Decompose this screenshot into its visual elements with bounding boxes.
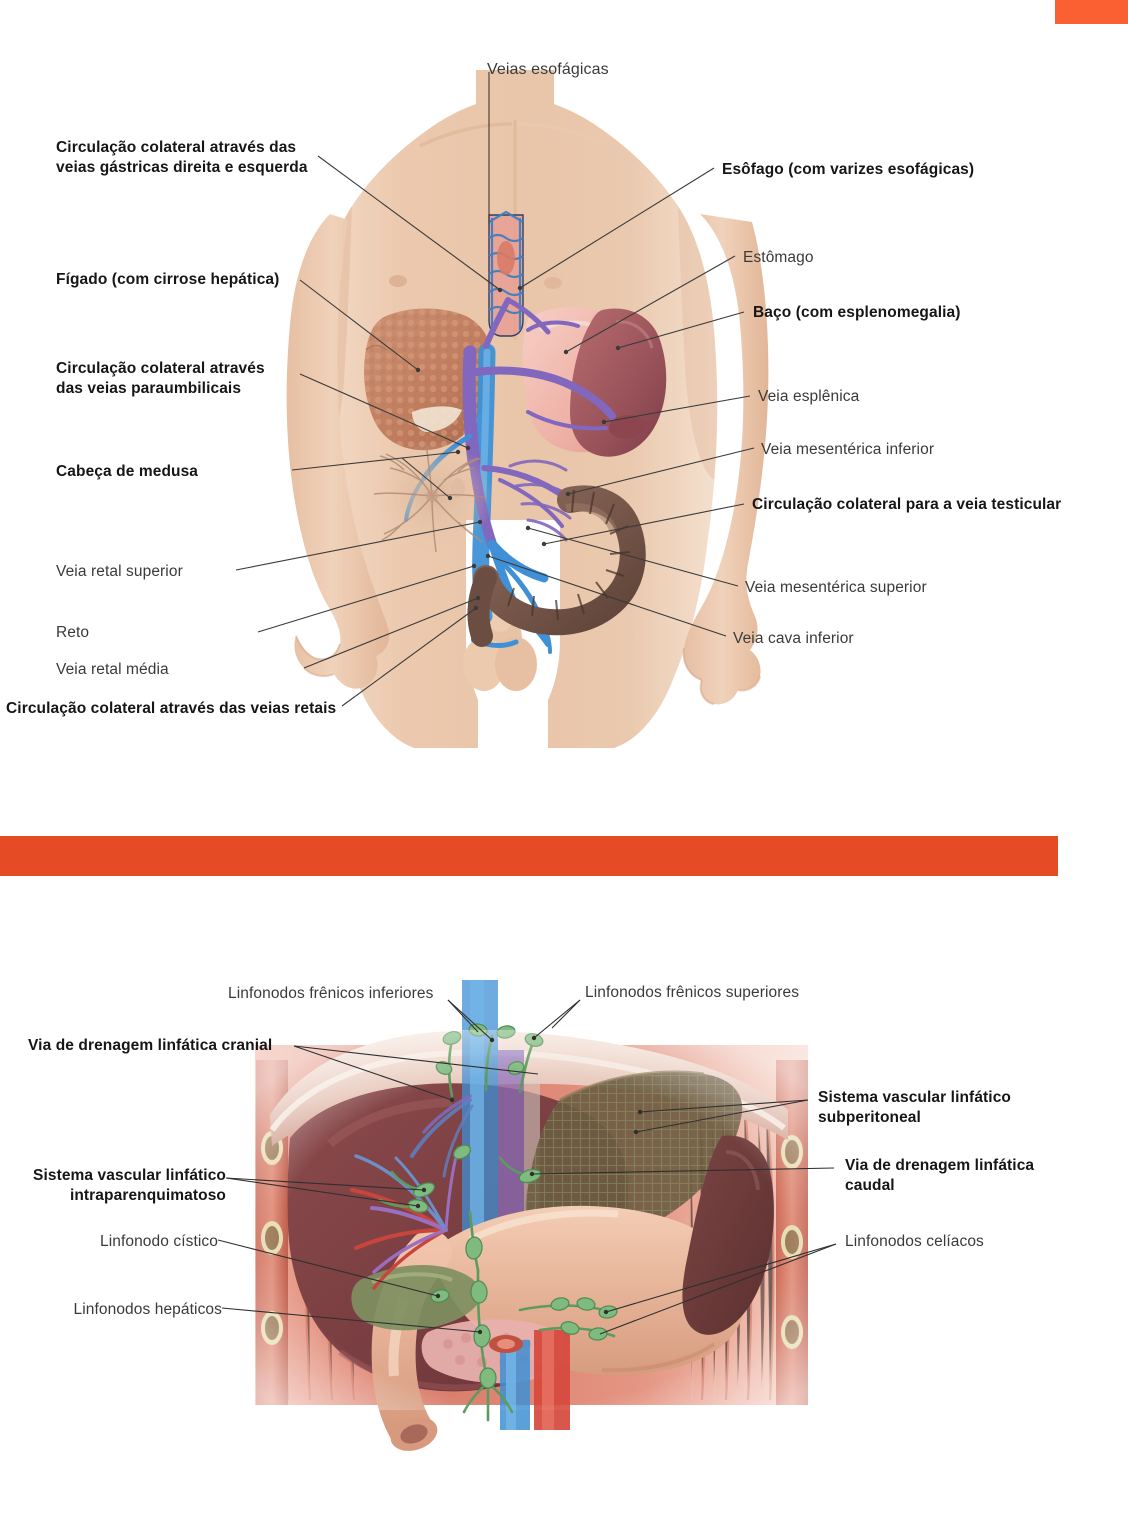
- label-linfonodos-frenicos-inferiores: Linfonodos frênicos inferiores: [228, 985, 434, 1002]
- label-circulacao-colateral-gastricas: Circulação colateral através das veias g…: [56, 139, 308, 176]
- label-esofago-varizes: Esôfago (com varizes esofágicas): [722, 161, 975, 178]
- right-arm: [682, 214, 769, 705]
- label-linfonodos-hepaticos: Linfonodos hepáticos: [73, 1301, 222, 1318]
- label-via-drenagem-caudal: Via de drenagem linfática caudal: [845, 1157, 1035, 1194]
- label-circulacao-colateral-retais: Circulação colateral através das veias r…: [6, 700, 337, 717]
- label-veia-esplenica: Veia esplênica: [758, 388, 860, 405]
- liver-lymphatics-illustration: [217, 980, 837, 1451]
- label-veias-esofagicas: Veias esofágicas: [487, 61, 609, 78]
- orange-corner-block: [1055, 0, 1128, 24]
- orange-divider-bar: [0, 836, 1058, 876]
- label-veia-retal-media: Veia retal média: [56, 661, 169, 678]
- label-figado-cirrose: Fígado (com cirrose hepática): [56, 271, 280, 288]
- label-sistema-subperitoneal: Sistema vascular linfático subperitoneal: [818, 1089, 1011, 1126]
- figure-liver-lymphatics: Linfonodos frênicos inferiores Linfonodo…: [0, 900, 1128, 1516]
- label-veia-mesenterica-inferior: Veia mesentérica inferior: [761, 441, 935, 458]
- label-cabeca-de-medusa: Cabeça de medusa: [56, 463, 199, 480]
- label-veia-mesenterica-superior: Veia mesentérica superior: [745, 579, 927, 596]
- caput-medusae: [370, 440, 494, 553]
- label-circulacao-colateral-paraumbilicais: Circulação colateral através das veias p…: [56, 360, 265, 397]
- label-via-drenagem-cranial: Via de drenagem linfática cranial: [28, 1037, 273, 1054]
- label-linfonodos-celiacos: Linfonodos celíacos: [845, 1233, 984, 1250]
- label-estomago: Estômago: [743, 249, 814, 266]
- label-circulacao-colateral-testicular: Circulação colateral para a veia testicu…: [752, 496, 1062, 513]
- label-veia-cava-inferior: Veia cava inferior: [733, 630, 854, 647]
- colon: [467, 485, 646, 647]
- label-linfonodos-frenicos-superiores: Linfonodos frênicos superiores: [585, 984, 800, 1001]
- esophagus-with-varices: [488, 210, 524, 337]
- left-arm: [286, 214, 390, 689]
- label-veia-retal-superior: Veia retal superior: [56, 563, 183, 580]
- leader-lines: [235, 72, 755, 707]
- leader-lines: [217, 999, 837, 1335]
- label-sistema-intraparenquimatoso: Sistema vascular linfático intraparenqui…: [33, 1167, 226, 1204]
- figure-portal-hypertension: Veias esofágicas Circulação colateral at…: [6, 61, 1062, 748]
- liver-cirrhotic: [364, 308, 492, 451]
- label-baco-esplenomegalia: Baço (com esplenomegalia): [753, 304, 961, 321]
- label-linfonodo-cistico: Linfonodo cístico: [99, 1233, 218, 1250]
- portal-hypertension-illustration: [235, 70, 769, 748]
- label-reto: Reto: [56, 624, 90, 641]
- spleen-splenomegaly: [570, 308, 667, 457]
